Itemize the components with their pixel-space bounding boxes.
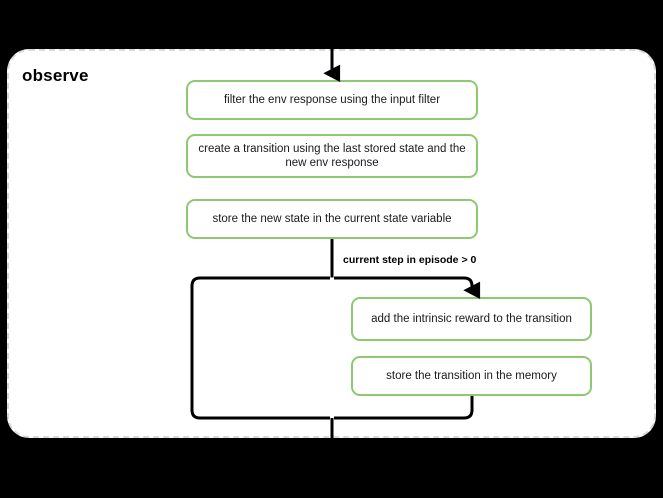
node-store-new-state[interactable]: store the new state in the current state…: [186, 199, 478, 239]
node-create-transition[interactable]: create a transition using the last store…: [186, 134, 478, 178]
node-filter-env-response[interactable]: filter the env response using the input …: [186, 80, 478, 120]
node-add-intrinsic-reward[interactable]: add the intrinsic reward to the transiti…: [351, 297, 592, 341]
edge-label-current-step-condition: current step in episode > 0: [343, 254, 477, 266]
observe-group-title: observe: [22, 66, 89, 85]
node-store-transition-memory[interactable]: store the transition in the memory: [351, 356, 592, 396]
